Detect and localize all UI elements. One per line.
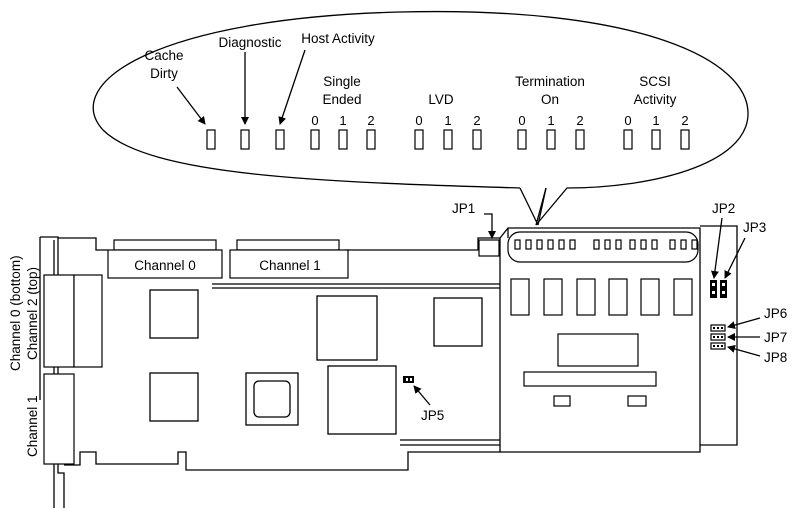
- jp5-jumper: [403, 376, 414, 383]
- ic-chip: [149, 289, 199, 339]
- side-channel-0-label: Channel 0 (bottom): [8, 255, 23, 371]
- channel-number: 0: [518, 113, 525, 128]
- channel-0-connector-label: Channel 0: [134, 258, 196, 273]
- memory-chip: [543, 278, 563, 316]
- led-single-ended-1: [338, 129, 348, 150]
- led-termination-1: [546, 129, 556, 150]
- module-connector: [523, 371, 657, 387]
- channel-number: 2: [576, 113, 583, 128]
- single-ended-label-line1: Single: [323, 74, 361, 89]
- led-scsi-activity-0: [623, 129, 633, 150]
- channel-1-connector: Channel 1: [229, 239, 349, 279]
- jp8-label: JP8: [764, 350, 787, 365]
- channel-number: 1: [652, 113, 659, 128]
- memory-chip: [576, 278, 596, 316]
- led-lvd-0: [414, 129, 424, 150]
- led-host-activity: [275, 129, 285, 150]
- led-scsi-activity-2: [680, 129, 690, 150]
- jp2-jumper: [710, 280, 717, 298]
- termination-on-label-line1: Termination: [515, 74, 585, 89]
- jp2-arrow: [710, 217, 723, 279]
- cache-dirty-label-line2: Dirty: [150, 66, 178, 81]
- memory-chip: [510, 278, 530, 316]
- ic-chip: [433, 297, 483, 347]
- channel-number: 1: [444, 113, 451, 128]
- lvd-channel-numbers: 0 1 2: [415, 113, 480, 128]
- led-bank-housing: [507, 231, 699, 263]
- memory-daughter-card: [499, 227, 701, 453]
- scsi-activity-label-line1: SCSI: [639, 74, 671, 89]
- jp8-arrow: [727, 345, 761, 357]
- single-ended-channel-numbers: 0 1 2: [311, 113, 374, 128]
- jp7-jumper: [710, 333, 726, 341]
- single-ended-label-line2: Ended: [322, 92, 361, 107]
- jp5-arrow: [413, 385, 431, 406]
- channel-number: 2: [473, 113, 480, 128]
- ic-chip: [316, 295, 378, 361]
- channel-number: 1: [339, 113, 346, 128]
- external-connector-channel-1: [43, 373, 75, 465]
- channel-number: 0: [311, 113, 318, 128]
- jp1-jumper: [478, 239, 500, 257]
- callout-led-row: [206, 129, 690, 150]
- jp3-jumper: [720, 280, 727, 298]
- jp3-label: JP3: [743, 220, 766, 235]
- jp8-jumper: [710, 342, 726, 350]
- channel-number: 1: [547, 113, 554, 128]
- scsi-activity-channel-numbers: 0 1 2: [624, 113, 688, 128]
- jp5-label: JP5: [421, 408, 444, 423]
- jp6-jumper: [710, 324, 726, 332]
- channel-number: 0: [624, 113, 631, 128]
- module-controller-chip: [557, 333, 639, 367]
- jp3-arrow: [724, 237, 746, 279]
- led-scsi-activity-1: [651, 129, 661, 150]
- processor-chip-die: [253, 380, 291, 418]
- module-component: [553, 395, 571, 407]
- channel-1-connector-label: Channel 1: [259, 258, 321, 273]
- memory-chip: [640, 278, 660, 316]
- memory-chip: [673, 278, 693, 316]
- host-activity-arrow: [278, 49, 306, 125]
- channel-0-connector: Channel 0: [107, 239, 223, 279]
- led-termination-2: [575, 129, 585, 150]
- led-diagnostic: [240, 129, 250, 150]
- termination-channel-numbers: 0 1 2: [518, 113, 583, 128]
- board-chips: [149, 289, 483, 435]
- channel-number: 2: [681, 113, 688, 128]
- diagnostic-label: Diagnostic: [218, 35, 281, 50]
- jp6-arrow: [727, 317, 761, 329]
- led-single-ended-2: [366, 129, 376, 150]
- led-termination-0: [517, 129, 527, 150]
- led-lvd-2: [472, 129, 482, 150]
- led-cache-dirty: [206, 129, 216, 150]
- channel-number: 0: [415, 113, 422, 128]
- led-lvd-1: [443, 129, 453, 150]
- jp1-label: JP1: [452, 201, 475, 216]
- external-connector-channel-0-2: [43, 274, 103, 368]
- cache-dirty-label-line1: Cache: [144, 48, 183, 63]
- lvd-label: LVD: [428, 92, 454, 107]
- ic-chip: [149, 372, 199, 422]
- module-component: [627, 395, 647, 407]
- jp7-label: JP7: [764, 330, 787, 345]
- board-led-row: [514, 239, 698, 250]
- termination-on-label-line2: On: [541, 92, 559, 107]
- jp1-arrow: [484, 213, 496, 239]
- host-activity-label: Host Activity: [301, 31, 375, 46]
- memory-chip: [608, 278, 628, 316]
- led-single-ended-0: [310, 129, 320, 150]
- pci-card-outline: [39, 225, 738, 508]
- cache-dirty-arrow: [176, 86, 206, 125]
- led-callout-bubble: [92, 10, 749, 226]
- jp2-label: JP2: [712, 201, 735, 216]
- side-channel-1-label: Channel 1: [25, 395, 40, 457]
- side-channel-2-label: Channel 2 (top): [25, 267, 40, 360]
- channel-number: 2: [367, 113, 374, 128]
- scsi-activity-label-line2: Activity: [634, 92, 677, 107]
- ic-chip: [327, 365, 397, 435]
- jp6-label: JP6: [764, 306, 787, 321]
